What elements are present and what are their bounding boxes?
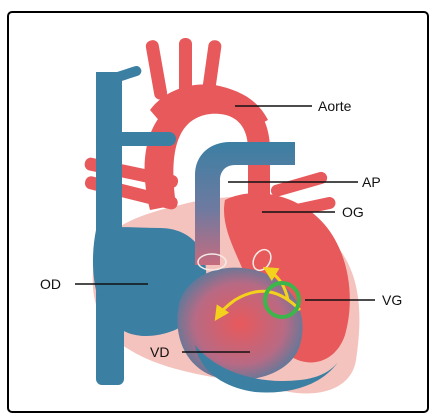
label-vd: VD xyxy=(150,344,169,360)
label-aorte: Aorte xyxy=(318,98,352,114)
label-og: OG xyxy=(342,204,364,220)
label-vg: VG xyxy=(382,292,402,308)
label-ap: AP xyxy=(362,174,381,190)
label-od: OD xyxy=(40,276,61,292)
inferior-vena-cava xyxy=(96,295,124,385)
pulmonary-branch-left xyxy=(96,132,176,146)
